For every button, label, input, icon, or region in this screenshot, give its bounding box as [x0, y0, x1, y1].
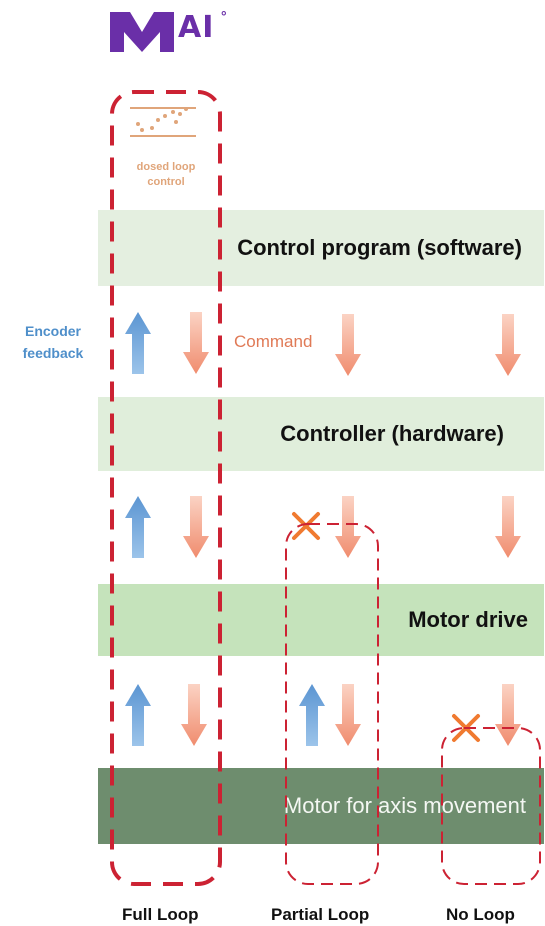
feedback-arrow-up	[125, 684, 151, 746]
command-arrow-down	[335, 314, 361, 376]
command-arrow-down	[495, 314, 521, 376]
motor-drive-layer-label: Motor drive	[408, 607, 528, 632]
motor-layer-label: Motor for axis movement	[283, 793, 526, 818]
hardware-layer: Controller (hardware)	[98, 397, 544, 471]
no-loop-label: No Loop	[446, 905, 515, 924]
feedback-arrow-up	[125, 496, 151, 558]
software-layer-label: Control program (software)	[237, 235, 522, 260]
command-label: Command	[234, 332, 313, 351]
no-loop-boundary	[441, 727, 541, 885]
logo-text: AI	[178, 10, 215, 45]
closed-loop-label: dosed loop control	[136, 161, 196, 188]
command-arrow-down	[495, 684, 521, 746]
feedback-arrow-up	[299, 684, 325, 746]
no-feedback-cross-icon	[292, 512, 320, 540]
mai-logo: AI °	[108, 8, 238, 56]
partial-loop-boundary	[285, 523, 379, 885]
command-arrow-down	[183, 312, 209, 374]
feedback-arrow-up	[125, 312, 151, 374]
hardware-layer-label: Controller (hardware)	[280, 421, 504, 446]
encoder-feedback-label: Encoder feedback	[22, 323, 84, 361]
logo-m-icon	[110, 12, 174, 52]
partial-loop-label: Partial Loop	[271, 905, 370, 924]
closed-loop-icon	[130, 107, 196, 137]
full-loop-boundary	[110, 90, 222, 886]
full-loop-label: Full Loop	[122, 905, 199, 924]
motor-layer: Motor for axis movement	[98, 768, 544, 844]
software-layer: Control program (software)	[98, 210, 544, 286]
command-arrow-down	[335, 684, 361, 746]
logo-degree-mark: °	[221, 8, 227, 24]
command-arrow-down	[181, 684, 207, 746]
command-arrow-down	[183, 496, 209, 558]
command-arrow-down	[495, 496, 521, 558]
motor-drive-layer: Motor drive	[98, 584, 544, 656]
command-arrow-down	[335, 496, 361, 558]
